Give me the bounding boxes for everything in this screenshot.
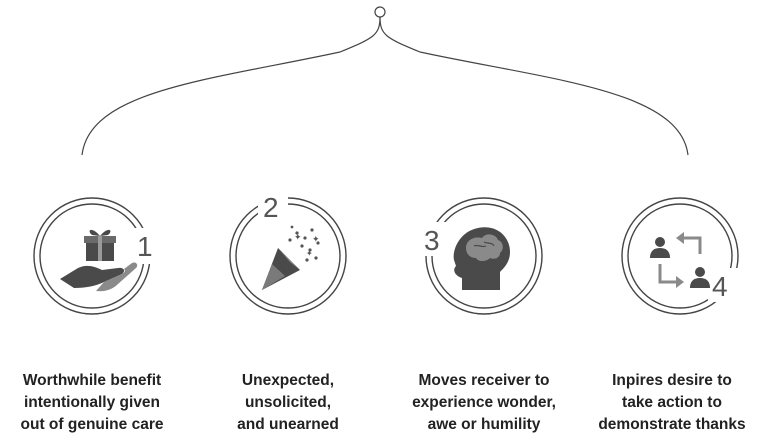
step-2-caption: Unexpected, unsolicited, and unearned — [188, 370, 388, 436]
step-3-caption-line-1: Moves receiver to — [418, 372, 550, 389]
step-4-outer-ring — [621, 197, 739, 315]
svg-text:✦: ✦ — [312, 234, 320, 244]
brace-right-arm — [379, 16, 689, 156]
step-4-inner-ring — [627, 203, 733, 309]
step-4-caption-line-1: Inpires desire to — [612, 372, 732, 389]
brace-connector — [81, 6, 689, 156]
svg-text:✦: ✦ — [306, 249, 313, 258]
step-1-caption-line-3: out of genuine care — [20, 416, 164, 433]
step-2-caption-line-3: and unearned — [237, 416, 339, 433]
step-3-caption: Moves receiver to experience wonder, awe… — [384, 370, 584, 436]
party-popper-icon: ✦ ✦ ✦ — [262, 225, 320, 290]
people-exchange-icon — [650, 232, 710, 288]
step-3-caption-line-3: awe or humility — [427, 416, 541, 433]
step-2-number: 2 — [263, 192, 279, 223]
brace-left-arm — [81, 16, 381, 156]
head-brain-icon — [453, 227, 510, 290]
brace-knob — [374, 6, 386, 18]
step-3-caption-line-2: experience wonder, — [412, 394, 556, 411]
step-2-caption-line-1: Unexpected, — [241, 372, 335, 389]
step-4-number: 4 — [712, 271, 728, 302]
step-4-caption-line-2: take action to — [622, 394, 722, 411]
step-2: 2 ✦ ✦ ✦ — [229, 190, 347, 315]
step-1: 1 — [33, 197, 165, 315]
step-4: 4 — [621, 197, 739, 315]
step-1-number-gap — [135, 228, 165, 264]
step-1-number: 1 — [137, 231, 153, 262]
step-1-caption-line-1: Worthwhile benefit — [22, 372, 162, 389]
step-4-caption-line-3: demonstrate thanks — [598, 416, 746, 433]
hand-gift-icon — [60, 229, 138, 292]
step-2-number-gap — [258, 190, 288, 220]
step-3-number: 3 — [424, 225, 440, 256]
step-1-caption-line-2: intentionally given — [23, 394, 161, 411]
step-2-caption-line-2: unsolicited, — [244, 394, 332, 411]
step-4-caption: Inpires desire to take action to demonst… — [572, 370, 772, 436]
step-1-caption: Worthwhile benefit intentionally given o… — [0, 370, 192, 436]
step-3: 3 — [422, 197, 543, 315]
step-4-number-gap — [708, 268, 738, 302]
svg-text:✦: ✦ — [294, 232, 302, 242]
step-3-number-gap — [422, 222, 450, 256]
